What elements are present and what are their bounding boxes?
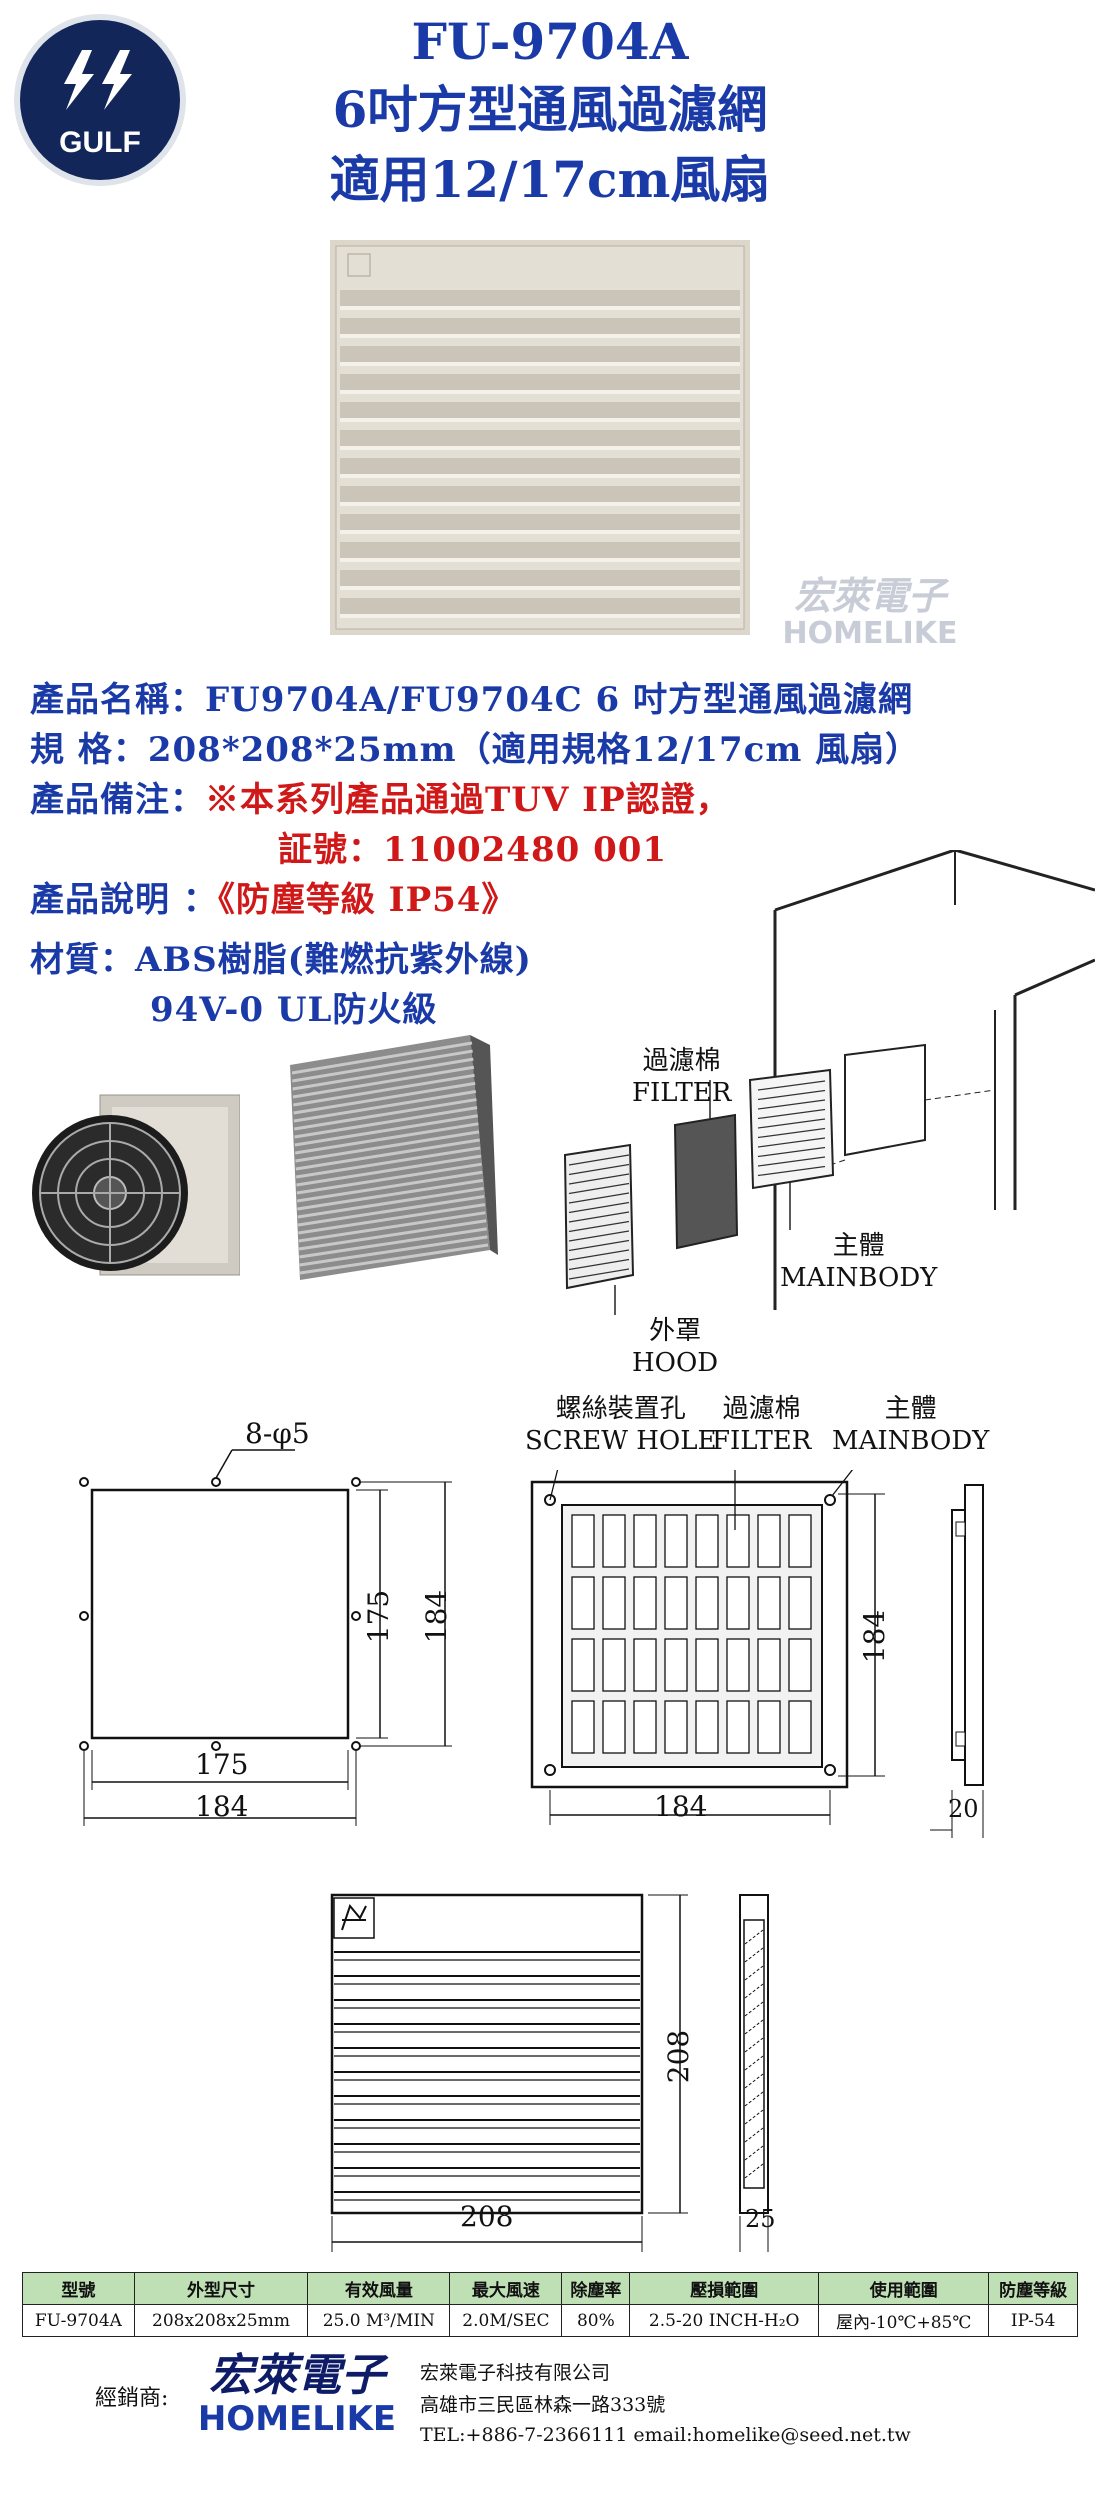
mainbody-cn: 主體	[884, 1394, 937, 1424]
cutout-outer-width: 184	[195, 1790, 249, 1823]
grille-photo	[280, 1035, 500, 1280]
spec-header-cell: 除塵率	[561, 2272, 631, 2305]
cutout-inner-height: 175	[362, 1589, 396, 1644]
spec-cell: 208x208x25mm	[133, 2304, 309, 2337]
info-name: 產品名稱：FU9704A/FU9704C 6 吋方型通風過濾網	[30, 672, 913, 721]
drawing-mainbody	[520, 1459, 1080, 1850]
info-spec: 規 格：208*208*25mm（適用規格12/17cm 風扇）	[30, 722, 920, 771]
info-desc-label: 產品說明 ：	[30, 880, 218, 920]
hood-depth: 25	[745, 2205, 776, 2233]
fit-title: 適用12/17cm風扇	[329, 150, 771, 209]
spec-header-cell: 最大風速	[449, 2272, 563, 2305]
company-address: 高雄市三民區林森一路333號	[420, 2394, 666, 2416]
model-title: FU-9704A	[411, 12, 689, 71]
screw-hole-en: SCREW HOLE	[525, 1426, 717, 1456]
exploded-main-en: MAINBODY	[780, 1263, 938, 1293]
info-remark-value: ※本系列產品通過TUV IP認證，	[205, 780, 731, 820]
exploded-diagram	[555, 848, 1096, 1410]
spec-table: 型號 外型尺寸 有效風量 最大風速 除塵率 壓損範圍 使用範圍 防塵等級 FU-…	[22, 2272, 1078, 2337]
logo-text: GULF	[59, 126, 141, 159]
info-material: 材質：ABS樹脂(難燃抗紫外線)	[30, 932, 532, 981]
exploded-main-cn: 主體	[832, 1231, 885, 1261]
company-contact: TEL:+886-7-2366111 email:homelike@seed.n…	[420, 2424, 911, 2446]
info-desc-value: 《防塵等級 IP54》	[217, 880, 517, 920]
exploded-filter-cn: 過濾棉	[642, 1046, 721, 1076]
filter-label: 過濾棉 FILTER	[712, 1393, 811, 1457]
info-name-value: FU9704A/FU9704C 6 吋方型通風過濾網	[205, 680, 914, 720]
spec-cell: FU-9704A	[22, 2304, 135, 2337]
info-remark: 產品備注：※本系列產品通過TUV IP認證，	[30, 772, 731, 821]
mainbody-height: 184	[858, 1609, 892, 1664]
fan-photo	[30, 1075, 241, 1285]
spec-cell: 2.5-20 INCH-H₂O	[629, 2304, 820, 2337]
info-material-label: 材質：	[30, 940, 135, 980]
hood-width: 208	[460, 2200, 514, 2233]
info-spec-value: 208*208*25mm（適用規格12/17cm 風扇）	[147, 730, 921, 770]
spec-header-cell: 外型尺寸	[133, 2272, 309, 2305]
spec-header-cell: 壓損範圍	[629, 2272, 820, 2305]
exploded-hood-en: HOOD	[632, 1348, 719, 1378]
info-cert: 証號：11002480 001	[278, 830, 668, 870]
watermark-en: HOMELIKE	[782, 616, 958, 651]
footer-brand-cn: 宏萊電子	[209, 2350, 385, 2401]
spec-header-cell: 使用範圍	[818, 2272, 990, 2305]
spec-header-cell: 防塵等級	[988, 2272, 1078, 2305]
spec-cell: 80%	[561, 2304, 631, 2337]
exploded-main-label: 主體 MAINBODY	[780, 1230, 937, 1294]
spec-cell: IP-54	[988, 2304, 1078, 2337]
filter-cn: 過濾棉	[722, 1394, 801, 1424]
footer-brand-en: HOMELIKE	[197, 2399, 397, 2439]
cutout-outer-height: 184	[420, 1589, 454, 1644]
spec-header-cell: 有效風量	[307, 2272, 451, 2305]
exploded-hood-cn: 外罩	[649, 1316, 702, 1346]
spec-cell: 2.0M/SEC	[449, 2304, 563, 2337]
spec-cell: 屋內-10℃+85℃	[818, 2304, 990, 2337]
spec-cell: 25.0 M³/MIN	[307, 2304, 451, 2337]
filter-en: FILTER	[712, 1426, 812, 1456]
watermark-cn: 宏萊電子	[793, 574, 946, 618]
drawing-hood	[320, 1880, 770, 2260]
spec-header-row: 型號 外型尺寸 有效風量 最大風速 除塵率 壓損範圍 使用範圍 防塵等級	[22, 2272, 1078, 2305]
watermark: 宏萊電子 HOMELIKE	[765, 565, 975, 651]
holes-label: 8-φ5	[245, 1417, 310, 1450]
info-remark-label: 產品備注：	[30, 780, 205, 820]
info-material-2: 94V-0 UL防火級	[150, 990, 438, 1030]
gulf-logo: GULF	[12, 12, 188, 188]
mainbody-label: 主體 MAINBODY	[832, 1393, 989, 1457]
info-desc: 產品說明 ：《防塵等級 IP54》	[30, 872, 516, 921]
info-spec-label: 規 格：	[30, 730, 148, 770]
dealer-label: 經銷商:	[95, 2386, 169, 2411]
product-photo	[330, 240, 750, 635]
company-name: 宏萊電子科技有限公司	[420, 2362, 611, 2384]
screw-hole-label: 螺絲裝置孔 SCREW HOLE	[525, 1393, 716, 1457]
spec-header-cell: 型號	[22, 2272, 135, 2305]
table-row: FU-9704A 208x208x25mm 25.0 M³/MIN 2.0M/S…	[22, 2304, 1078, 2337]
mainbody-en: MAINBODY	[832, 1426, 990, 1456]
mainbody-depth: 20	[948, 1795, 979, 1823]
drawing-cutout	[60, 1420, 470, 1850]
cutout-inner-width: 175	[195, 1748, 249, 1781]
info-material-value: ABS樹脂(難燃抗紫外線)	[135, 940, 532, 980]
hood-height: 208	[662, 2029, 696, 2084]
mainbody-width: 184	[654, 1790, 708, 1823]
exploded-filter-en: FILTER	[632, 1078, 732, 1108]
screw-hole-cn: 螺絲裝置孔	[555, 1394, 686, 1424]
info-name-label: 產品名稱：	[30, 680, 205, 720]
exploded-filter-label: 過濾棉 FILTER	[632, 1045, 731, 1109]
exploded-hood-label: 外罩 HOOD	[632, 1315, 718, 1379]
product-title: 6吋方型通風過濾網	[332, 80, 768, 139]
footer-brand: 宏萊電子 HOMELIKE	[182, 2350, 412, 2439]
